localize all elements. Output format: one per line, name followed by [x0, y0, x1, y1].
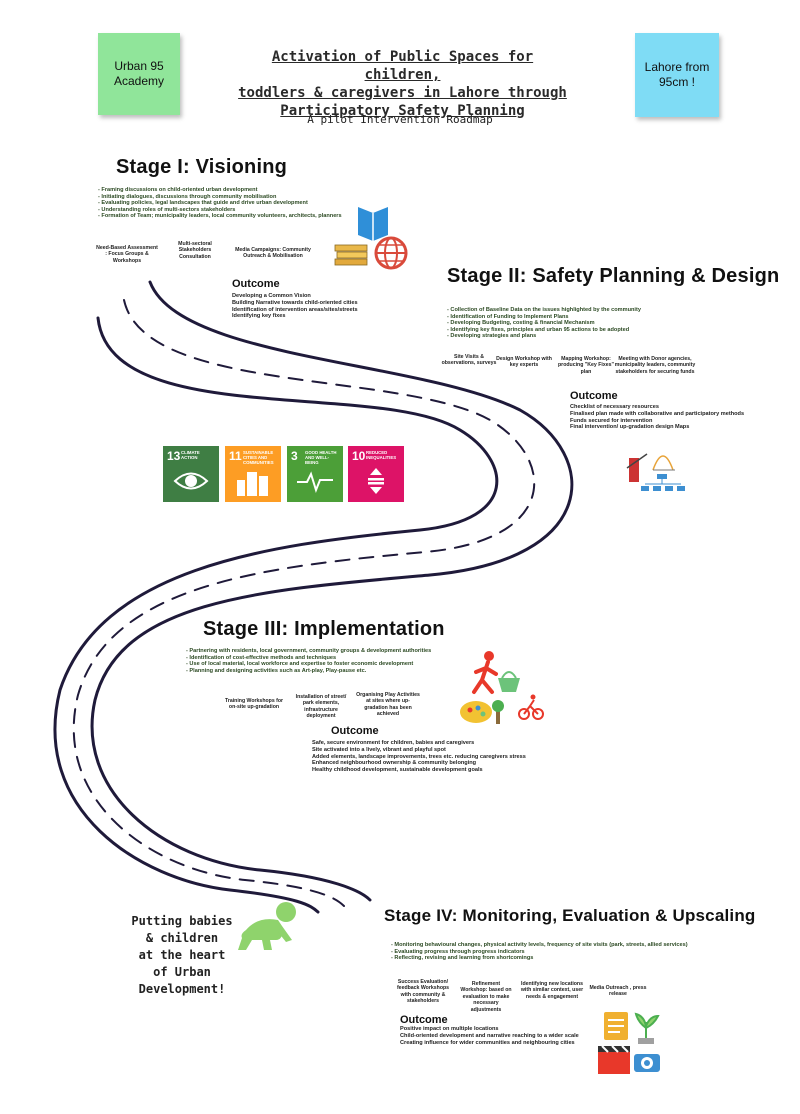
list-item: Developing Budgeting, costing & financia… [447, 320, 687, 327]
city-buildings-icon [237, 472, 268, 496]
list-item: Site activated into a lively, vibrant an… [312, 746, 446, 753]
planning-chart-icon [626, 453, 685, 491]
stage3-heading: Stage III: Implementation [203, 618, 445, 640]
sdg-tile-13: 13 CLIMATE ACTION [163, 446, 219, 502]
stage1-activity-2: Multi-sectoral Stakeholders Consultation [178, 241, 212, 260]
stage3-bullets: Partnering with residents, local governm… [186, 648, 456, 674]
baby-slogan: Putting babies & children at the heart o… [118, 913, 246, 998]
stage3-activity-2: Installation of street/ park elements, i… [295, 694, 347, 720]
title-line-2: toddlers & caregivers in Lahore through [238, 85, 567, 101]
slogan-line: & children [145, 931, 219, 945]
sdg-tile-3: 3 GOOD HEALTH AND WELL-BEING [287, 446, 343, 502]
equality-icon [368, 468, 384, 494]
stage3-activity-1: Training Workshops for on-site up-gradat… [224, 698, 284, 711]
list-item: Reflecting, revising and learning from s… [391, 955, 691, 962]
stage4-outcome-heading: Outcome [400, 1014, 448, 1026]
list-item: Developing a Common Vision [232, 293, 311, 299]
list-item: Identifying key fixes, principles and ur… [447, 327, 687, 334]
list-item: Monitoring behavioural changes, physical… [391, 942, 691, 949]
list-item: Developing strategies and plans [447, 333, 687, 340]
slogan-line: of Urban [153, 965, 211, 979]
heartbeat-icon [297, 471, 333, 493]
stage1-outcome-heading: Outcome [232, 278, 280, 290]
stage1-activity-3: Media Campaigns: Community Outreach & Mo… [235, 247, 311, 260]
sdg-tile-10: 10 REDUCED INEQUALITIES [348, 446, 404, 502]
slogan-line: Putting babies [131, 914, 233, 928]
road-center-line [72, 299, 536, 907]
stage3-outcome-heading: Outcome [331, 725, 379, 737]
list-item: Identification of cost-effective methods… [186, 655, 456, 662]
list-item: Planning and designing activities such a… [186, 668, 456, 675]
list-item: Checklist of necessary resources [570, 404, 659, 410]
stage2-bullets: Collection of Baseline Data on the issue… [447, 307, 687, 340]
list-item: Evaluating progress through progress ind… [391, 949, 691, 956]
stage2-activity-3: Mapping Workshop: producing "Key Fixes" … [558, 356, 614, 375]
list-item: Positive impact on multiple locations [400, 1026, 499, 1032]
list-item: Funds secured for intervention [570, 417, 653, 424]
stage2-activity-1: Site Visits & observations, surveys [441, 354, 497, 367]
page-subtitle: A pilot Intervention Roadmap [307, 113, 493, 126]
eye-globe-icon [173, 472, 209, 490]
list-item: Building Narrative towards child-oriente… [232, 299, 358, 306]
note-left-text: Urban 95 Academy [113, 59, 165, 88]
list-item: Creating influence for wider communities… [400, 1039, 575, 1046]
slogan-line: Development! [138, 982, 226, 996]
stage1-outcomes: Developing a Common Vision Building Narr… [232, 293, 412, 320]
stage4-heading: Stage IV: Monitoring, Evaluation & Upsca… [384, 906, 756, 925]
list-item: Understanding roles of multi-sectors sta… [98, 207, 358, 214]
stage2-activity-4: Meeting with Donor agencies, municipalit… [614, 356, 696, 375]
road-edge-outer [90, 280, 574, 902]
list-item: Initiating dialogues, discussions throug… [98, 194, 358, 201]
list-item: Framing discussions on child-oriented ur… [98, 187, 358, 194]
list-item: Identification of intervention areas/sit… [232, 306, 358, 313]
list-item: Formation of Team; municipality leaders,… [98, 213, 358, 220]
stage2-outcome-heading: Outcome [570, 390, 618, 402]
books-globe-icon [334, 207, 408, 270]
stage1-heading: Stage I: Visioning [116, 156, 288, 178]
list-item: Safe, secure environment for children, b… [312, 740, 475, 746]
list-item: Use of local material, local workforce a… [186, 661, 456, 668]
stage2-activity-2: Design Workshop with key experts [496, 356, 552, 369]
crawling-baby-icon [238, 902, 296, 950]
stage1-activity-1: Need-Based Assessment : Focus Groups & W… [96, 245, 158, 264]
note-right-text: Lahore from 95cm ! [644, 60, 710, 89]
note-lahore-95cm: Lahore from 95cm ! [635, 33, 719, 117]
sdg-tile-11: 11 SUSTAINABLE CITIES AND COMMUNITIES [225, 446, 281, 502]
list-item: Partnering with residents, local governm… [186, 648, 456, 655]
list-item: Added elements, landscape improvements, … [312, 753, 526, 760]
stage1-bullets: Framing discussions on child-oriented ur… [98, 187, 358, 220]
stage3-activity-3: Organising Play Activities at sites wher… [356, 692, 420, 718]
stage4-activity-4: Media Outreach , press release [589, 985, 647, 998]
stage4-activity-1: Success Evaluation/ feedback Workshops w… [396, 979, 450, 1005]
title-line-3: Participatory Safety Planning [280, 103, 525, 119]
stage4-activity-2: Refinement Workshop: based on evaluation… [460, 981, 512, 1013]
title-line-1: Activation of Public Spaces for children… [271, 49, 534, 83]
list-item: Identification of Funding to Implement P… [447, 314, 687, 321]
stage3-outcomes: Safe, secure environment for children, b… [312, 740, 532, 774]
list-item: Final intervention/ up-gradation design … [570, 424, 690, 431]
stage4-activity-3: Identifying new locations with similar c… [520, 981, 584, 1000]
list-item: Finalised plan made with collaborative a… [570, 410, 745, 417]
list-item: Child-oriented development and narrative… [400, 1032, 579, 1039]
list-item: Healthy childhood development, sustainab… [312, 767, 483, 774]
media-outreach-icon [598, 1012, 660, 1074]
stage4-bullets: Monitoring behavioural changes, physical… [391, 942, 691, 962]
list-item: Identifying key fixes [232, 313, 286, 320]
slogan-line: at the heart [138, 948, 226, 962]
stage2-heading: Stage II: Safety Planning & Design [447, 265, 780, 287]
page-title: Activation of Public Spaces for children… [230, 48, 575, 120]
list-item: Collection of Baseline Data on the issue… [447, 307, 687, 314]
stage2-outcomes: Checklist of necessary resources Finalis… [570, 404, 760, 431]
road-edge-inner [53, 316, 499, 914]
list-item: Enhanced neighbourhood ownership & commu… [312, 760, 477, 767]
play-activities-icon [460, 651, 544, 724]
list-item: Evaluating policies, legal landscapes th… [98, 200, 358, 207]
note-urban95-academy: Urban 95 Academy [98, 33, 180, 115]
stage4-outcomes: Positive impact on multiple locations Ch… [400, 1026, 600, 1046]
